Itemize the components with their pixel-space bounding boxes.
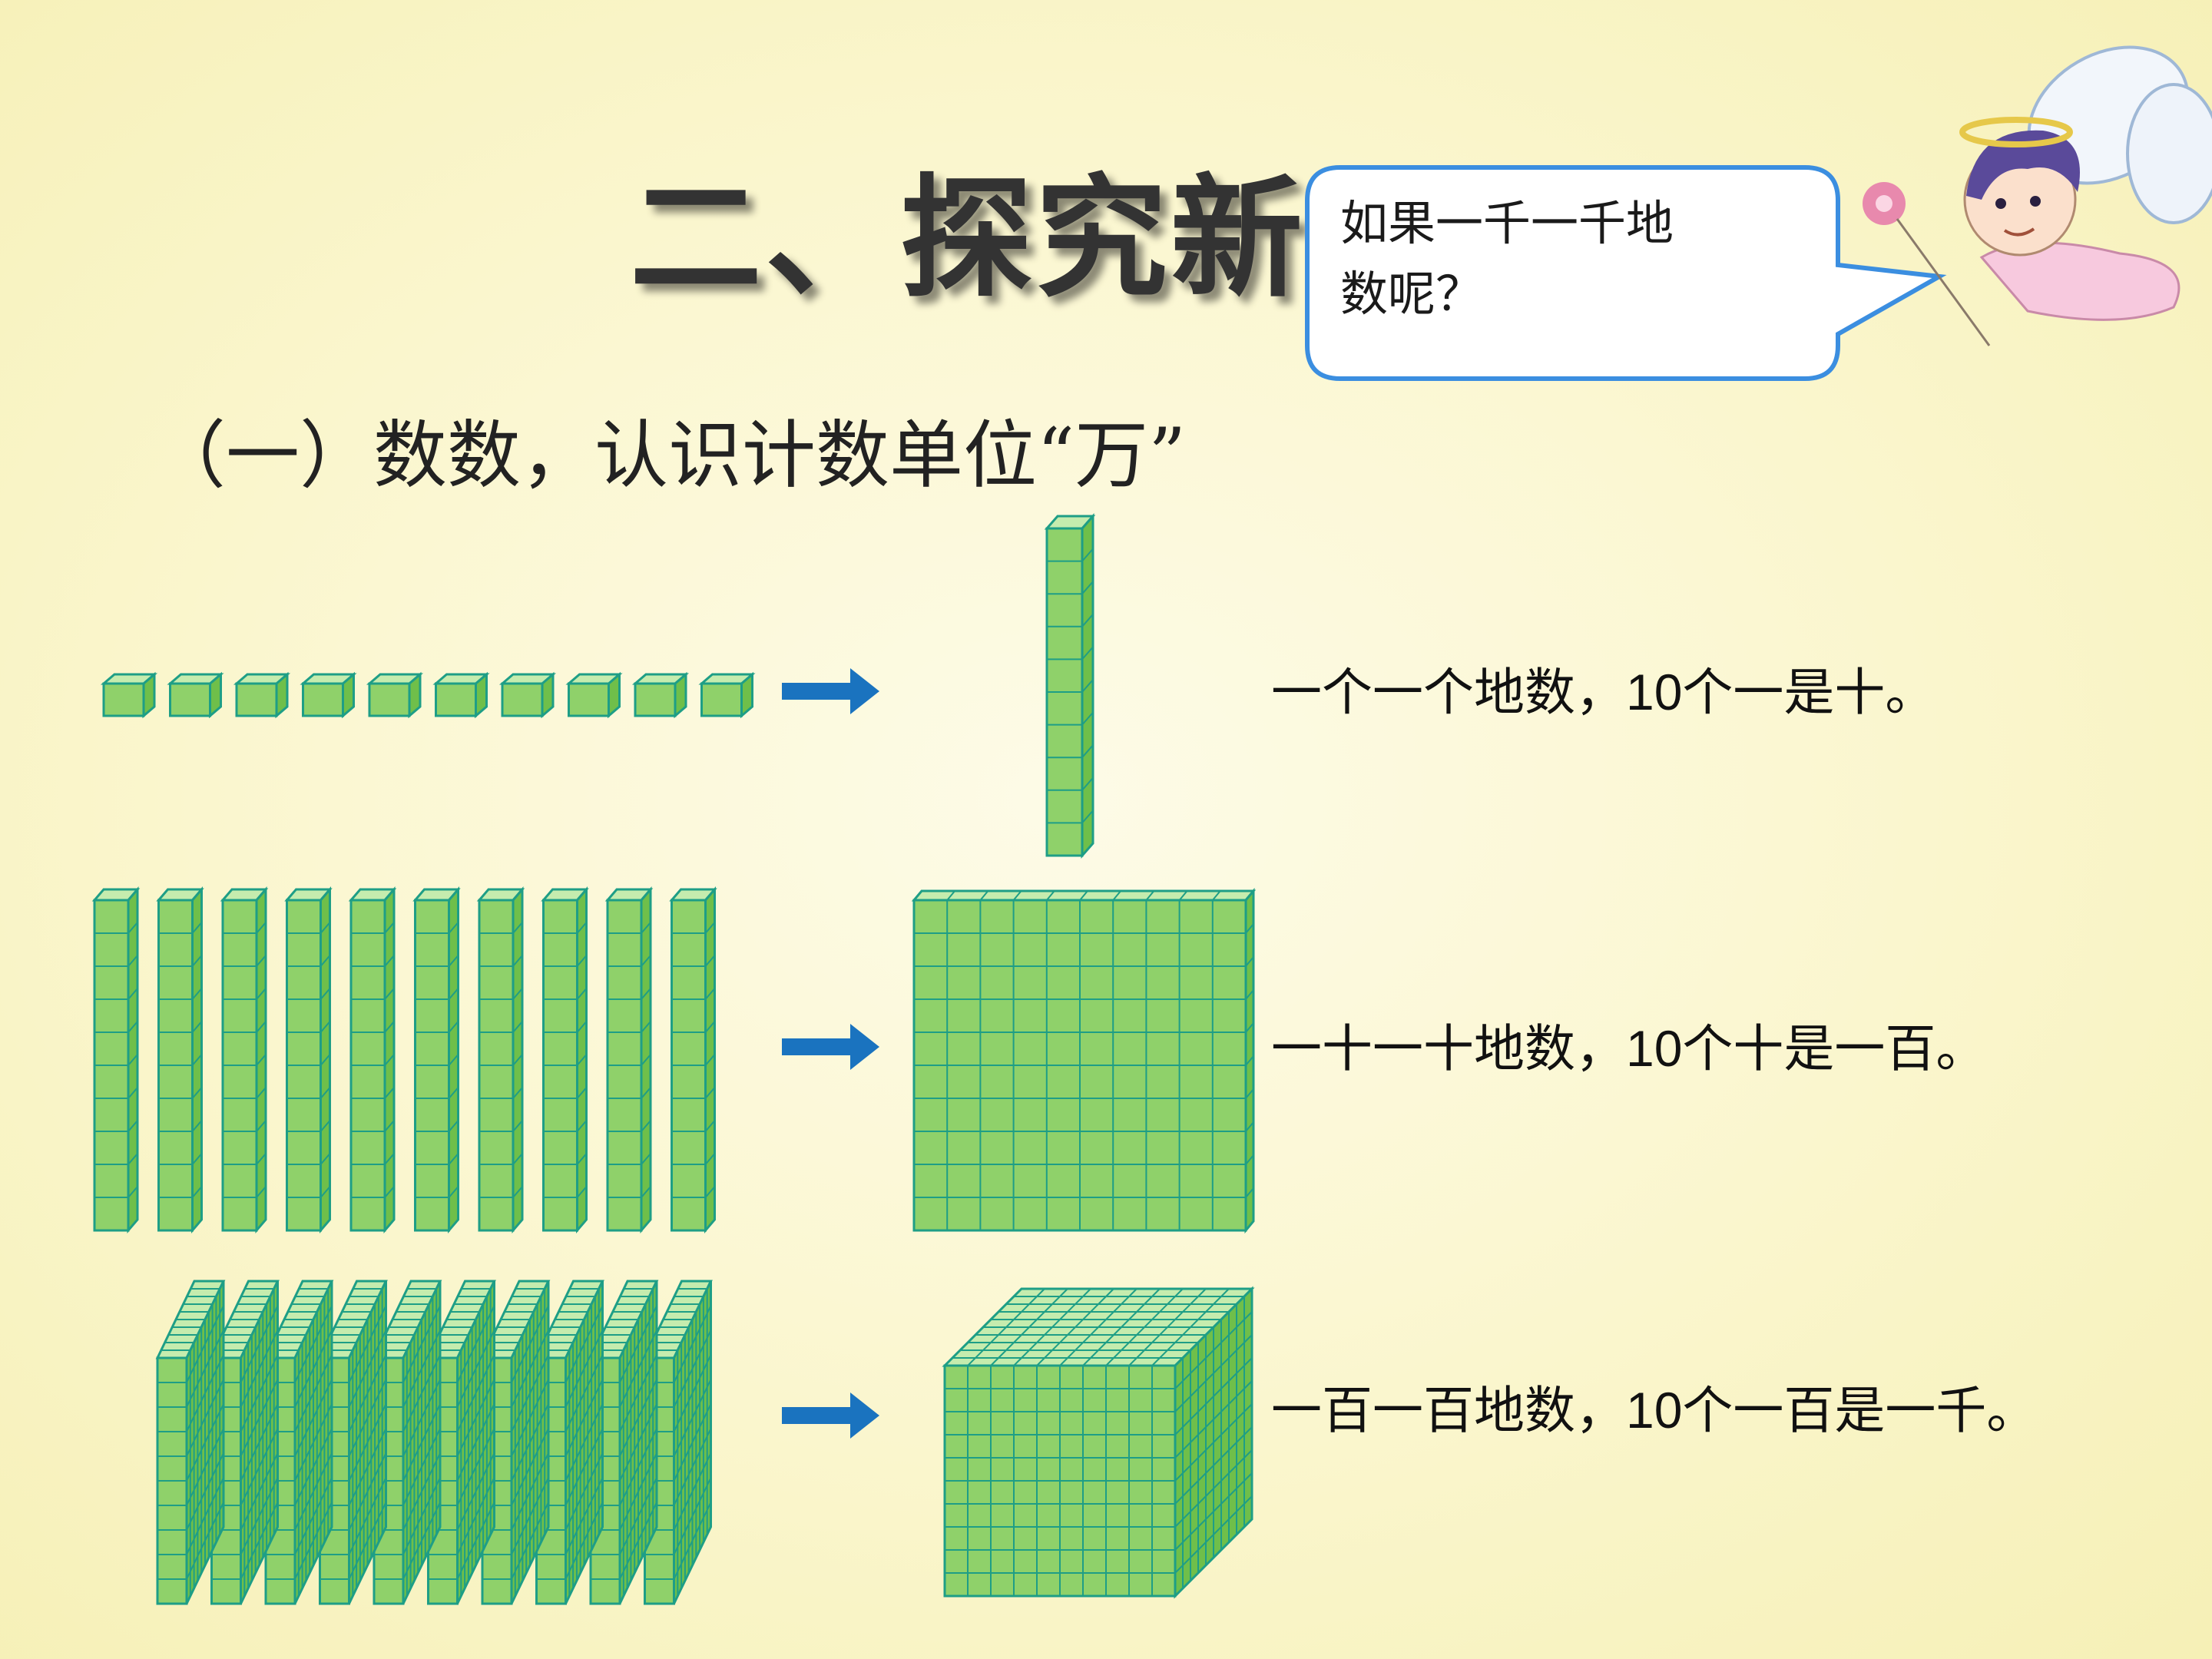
- angel-character-icon: [1863, 45, 2212, 346]
- unit-cube-3: [233, 671, 291, 719]
- unit-cube-7: [498, 671, 557, 719]
- rod-3: [220, 886, 269, 1234]
- flat-2: [210, 1280, 280, 1605]
- rod-7: [476, 886, 525, 1234]
- flat-1: [155, 1280, 226, 1605]
- rod-5: [348, 886, 397, 1234]
- cube-thousand: [942, 1286, 1255, 1599]
- arrow-right-icon: [782, 668, 879, 714]
- rod-6: [412, 886, 461, 1234]
- rod-10: [669, 886, 717, 1234]
- rod-9: [604, 886, 654, 1234]
- page-title: 二、探究新知: [630, 161, 1441, 316]
- unit-cube-2: [167, 671, 224, 719]
- unit-cube-5: [366, 671, 424, 719]
- row-hundreds-description: 一百一百地数，10个一百是一千。: [1271, 1382, 2038, 1439]
- arrow-right-icon: [782, 1024, 879, 1070]
- row-ones-description: 一个一个地数，10个一是十。: [1271, 664, 1936, 720]
- speech-bubble-text: 如果一千一千地数呢？: [1340, 195, 1674, 322]
- unit-cube-6: [432, 671, 490, 719]
- rod-1: [91, 886, 141, 1234]
- rod-ten: [1044, 513, 1096, 859]
- rod-8: [541, 886, 589, 1234]
- flat-7: [480, 1280, 551, 1605]
- row-tens-description: 一十一十地数，10个十是一百。: [1271, 1020, 1987, 1077]
- unit-cube-8: [565, 671, 623, 719]
- flat-hundred: [911, 887, 1257, 1234]
- unit-cube-1: [100, 671, 158, 719]
- unit-cube-10: [698, 671, 756, 719]
- flat-8: [535, 1280, 604, 1605]
- unit-cube-4: [300, 671, 357, 719]
- speech-bubble: [1305, 165, 1947, 381]
- arrow-right-icon: [782, 1392, 879, 1439]
- rod-4: [284, 886, 333, 1234]
- section-subtitle: （一）数数，认识计数单位“万”: [152, 412, 1187, 498]
- rod-2: [156, 886, 204, 1234]
- unit-cube-9: [631, 671, 690, 719]
